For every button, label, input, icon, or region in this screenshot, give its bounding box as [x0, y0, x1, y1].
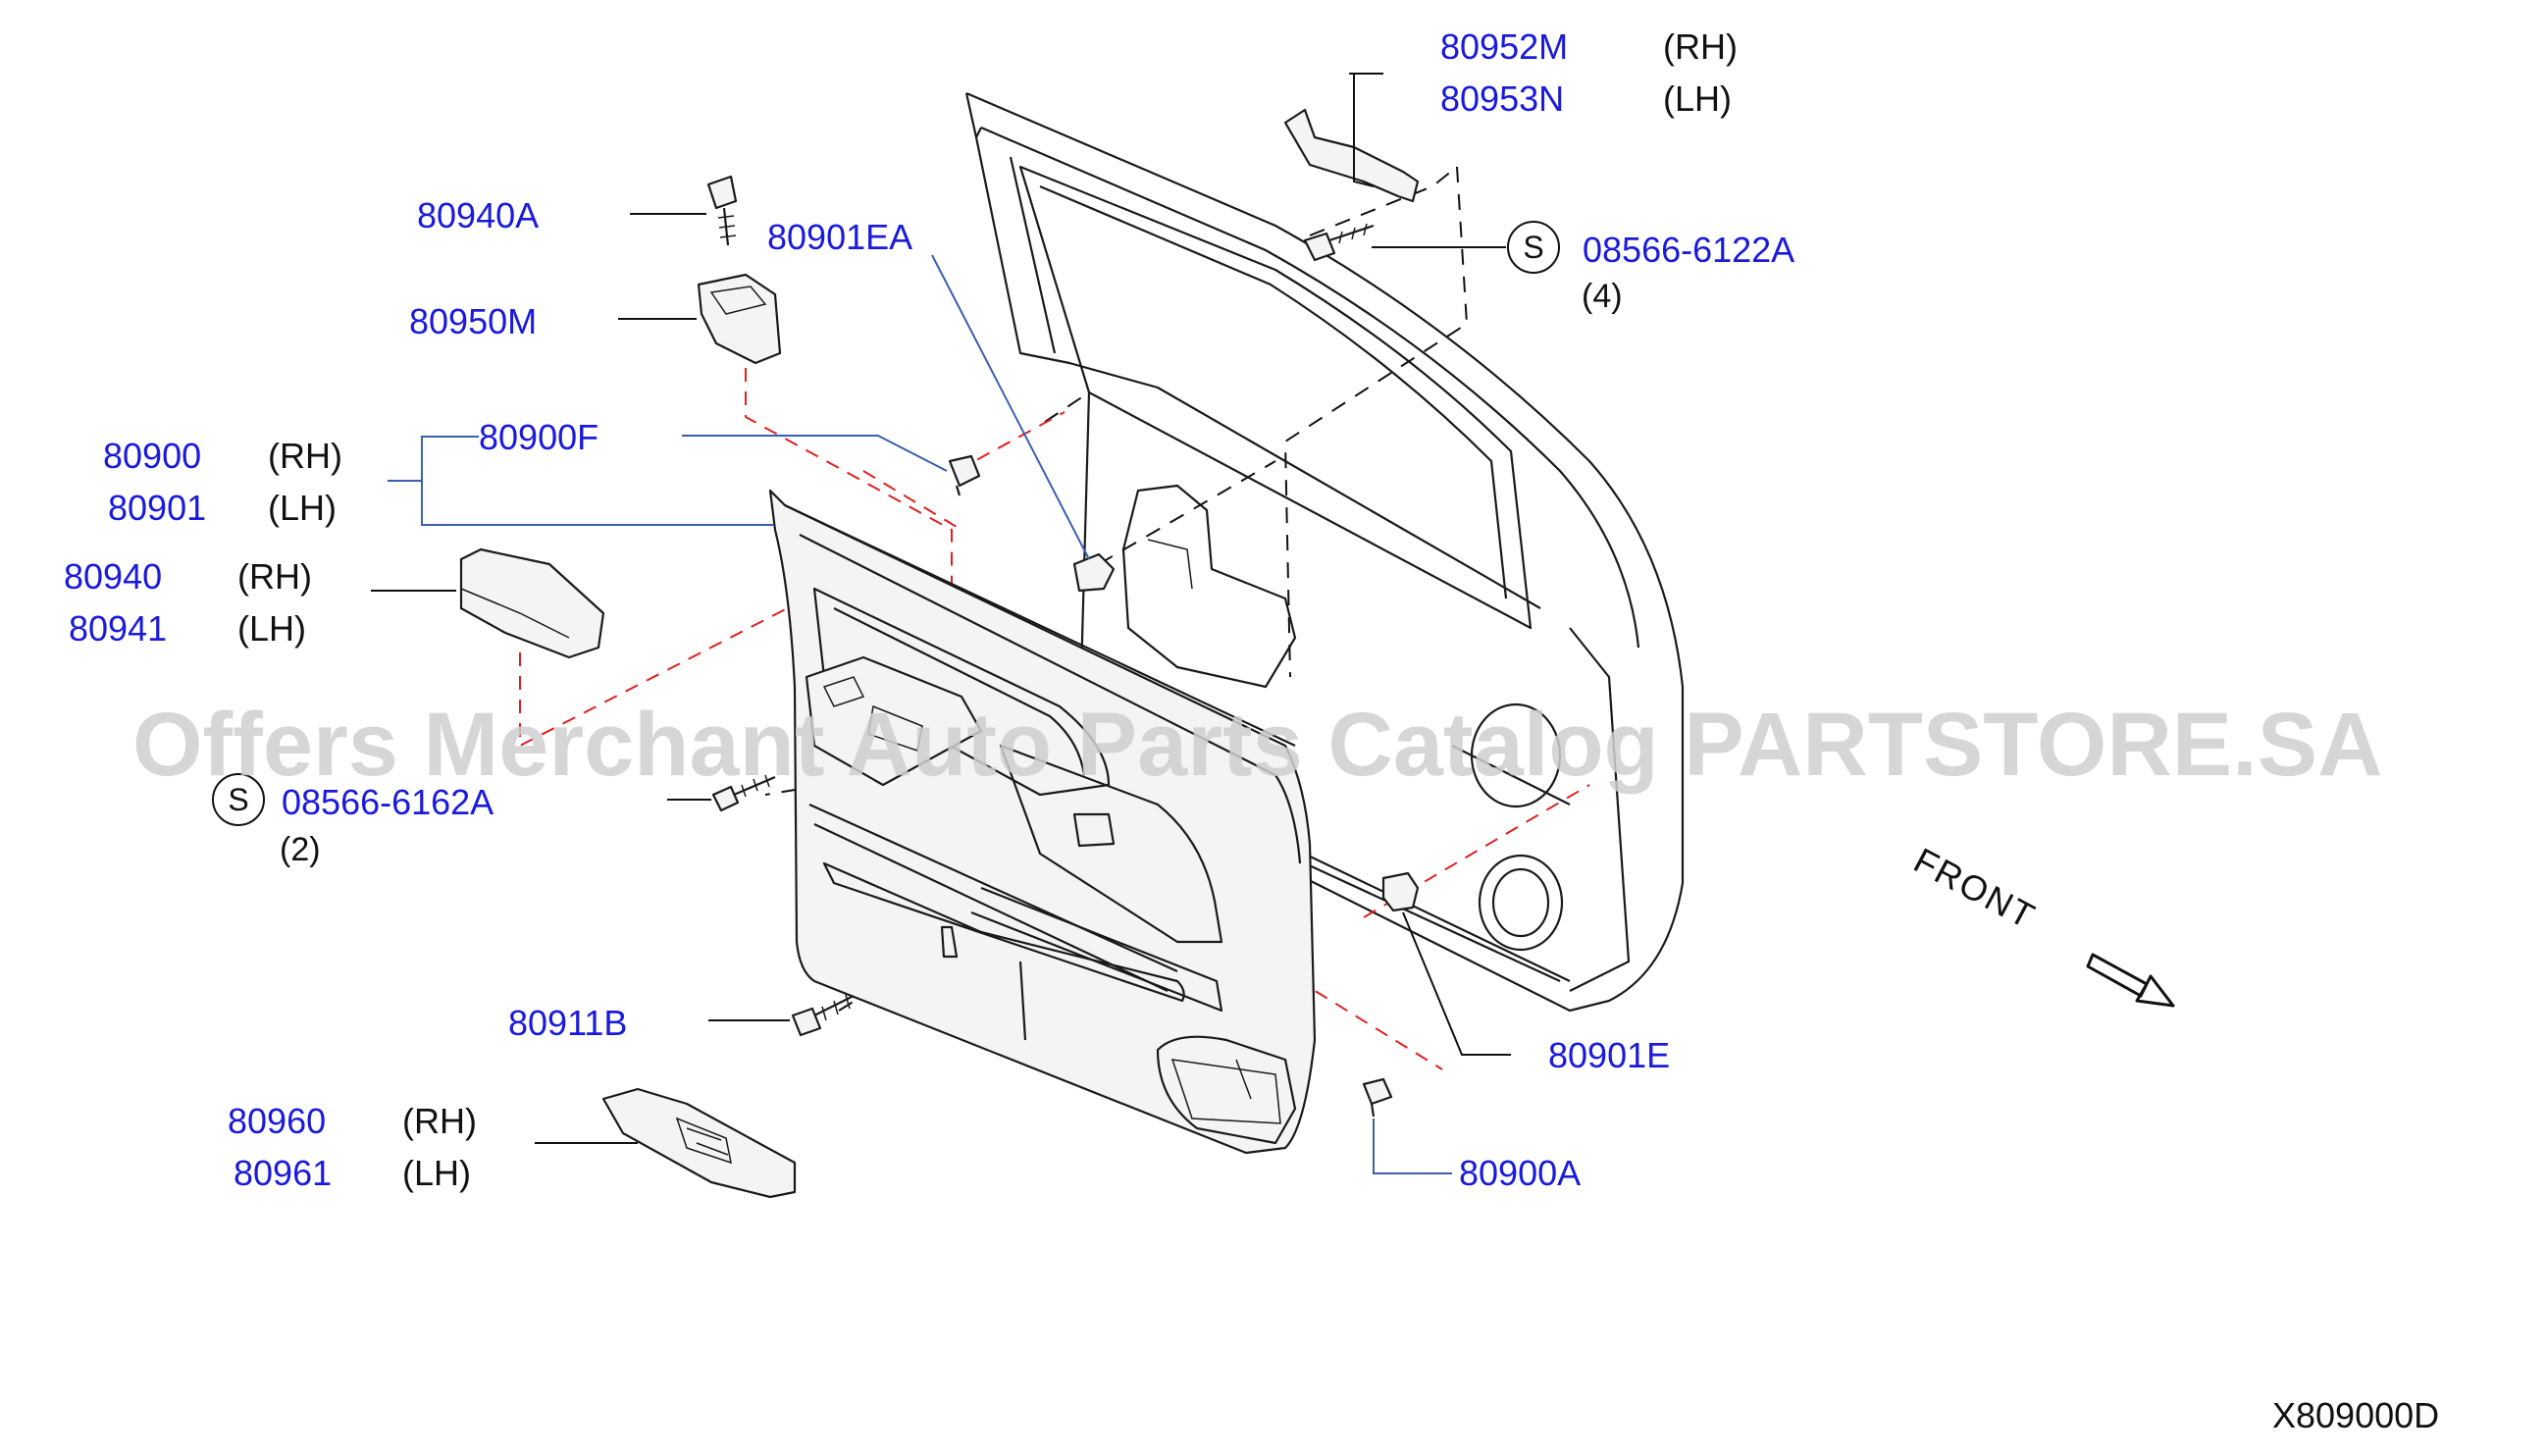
clip-80901e-shape: [1381, 871, 1420, 912]
label-80901e: 80901E: [1548, 1035, 1670, 1075]
bolt-08566-6122a-shape: [1303, 223, 1375, 262]
screw-08566-6162a-shape: [711, 774, 776, 812]
label-80960-side: (RH): [402, 1101, 477, 1141]
label-80960: 80960: [228, 1101, 326, 1141]
label-80911b: 80911B: [508, 1003, 627, 1043]
label-80953n: 80953N: [1440, 78, 1564, 119]
switch-finisher-80960-shape: [601, 1087, 797, 1199]
label-08566-6162a: 08566-6162A: [282, 782, 494, 822]
s-marker-6122a: S: [1507, 221, 1560, 274]
label-80940-side: (RH): [237, 556, 312, 597]
label-08566-6122a-qty: (4): [1582, 278, 1623, 315]
clip-80901ea-shape: [1072, 552, 1116, 593]
label-80940: 80940: [64, 556, 162, 597]
leader-lines: [371, 73, 1511, 1174]
clip-80900a-shape: [1362, 1077, 1393, 1118]
label-08566-6162a-qty: (2): [280, 831, 321, 868]
armrest-80940-shape: [459, 547, 605, 659]
label-80953n-side: (LH): [1663, 78, 1732, 119]
s-marker-6162a: S: [212, 773, 265, 826]
diagram-code: X809000D: [2272, 1395, 2439, 1435]
guide-line-clip-ea-2: [1098, 460, 1276, 565]
door-trim-panel: [768, 489, 1317, 1155]
label-80961: 80961: [234, 1153, 332, 1193]
front-arrow-icon: [2086, 953, 2175, 1008]
label-80901ea: 80901EA: [767, 217, 912, 257]
svg-text:S: S: [1523, 230, 1543, 265]
label-80950m: 80950M: [409, 301, 537, 341]
guide-line-clip-ea: [1044, 391, 1090, 423]
guide-line-bracket: [1309, 166, 1458, 236]
label-80901: 80901: [108, 488, 206, 528]
label-08566-6122a: 08566-6122A: [1583, 230, 1794, 270]
label-80940a: 80940A: [417, 195, 539, 235]
label-80961-side: (LH): [402, 1153, 471, 1193]
label-80941-side: (LH): [237, 608, 306, 649]
label-80901-side: (LH): [268, 488, 337, 528]
label-80900: 80900: [103, 436, 201, 476]
watermark-text: Offers Merchant Auto Parts Catalog PARTS…: [132, 695, 2383, 795]
clip-80900f-shape: [948, 454, 981, 496]
svg-text:S: S: [228, 782, 248, 817]
label-80900-side: (RH): [268, 436, 342, 476]
label-80900f: 80900F: [479, 417, 598, 457]
label-80952m: 80952M: [1440, 26, 1568, 67]
label-80900a: 80900A: [1459, 1153, 1581, 1193]
front-label: FRONT: [1907, 840, 2043, 937]
door-shell: [964, 91, 1685, 1013]
label-80941: 80941: [69, 608, 167, 649]
bracket-80952m-shape: [1283, 108, 1420, 203]
escutcheon-80950m-shape: [697, 273, 782, 365]
screw-80940a-shape: [706, 175, 738, 246]
label-80952m-side: (RH): [1663, 26, 1738, 67]
screw-80911b-shape: [791, 994, 855, 1037]
